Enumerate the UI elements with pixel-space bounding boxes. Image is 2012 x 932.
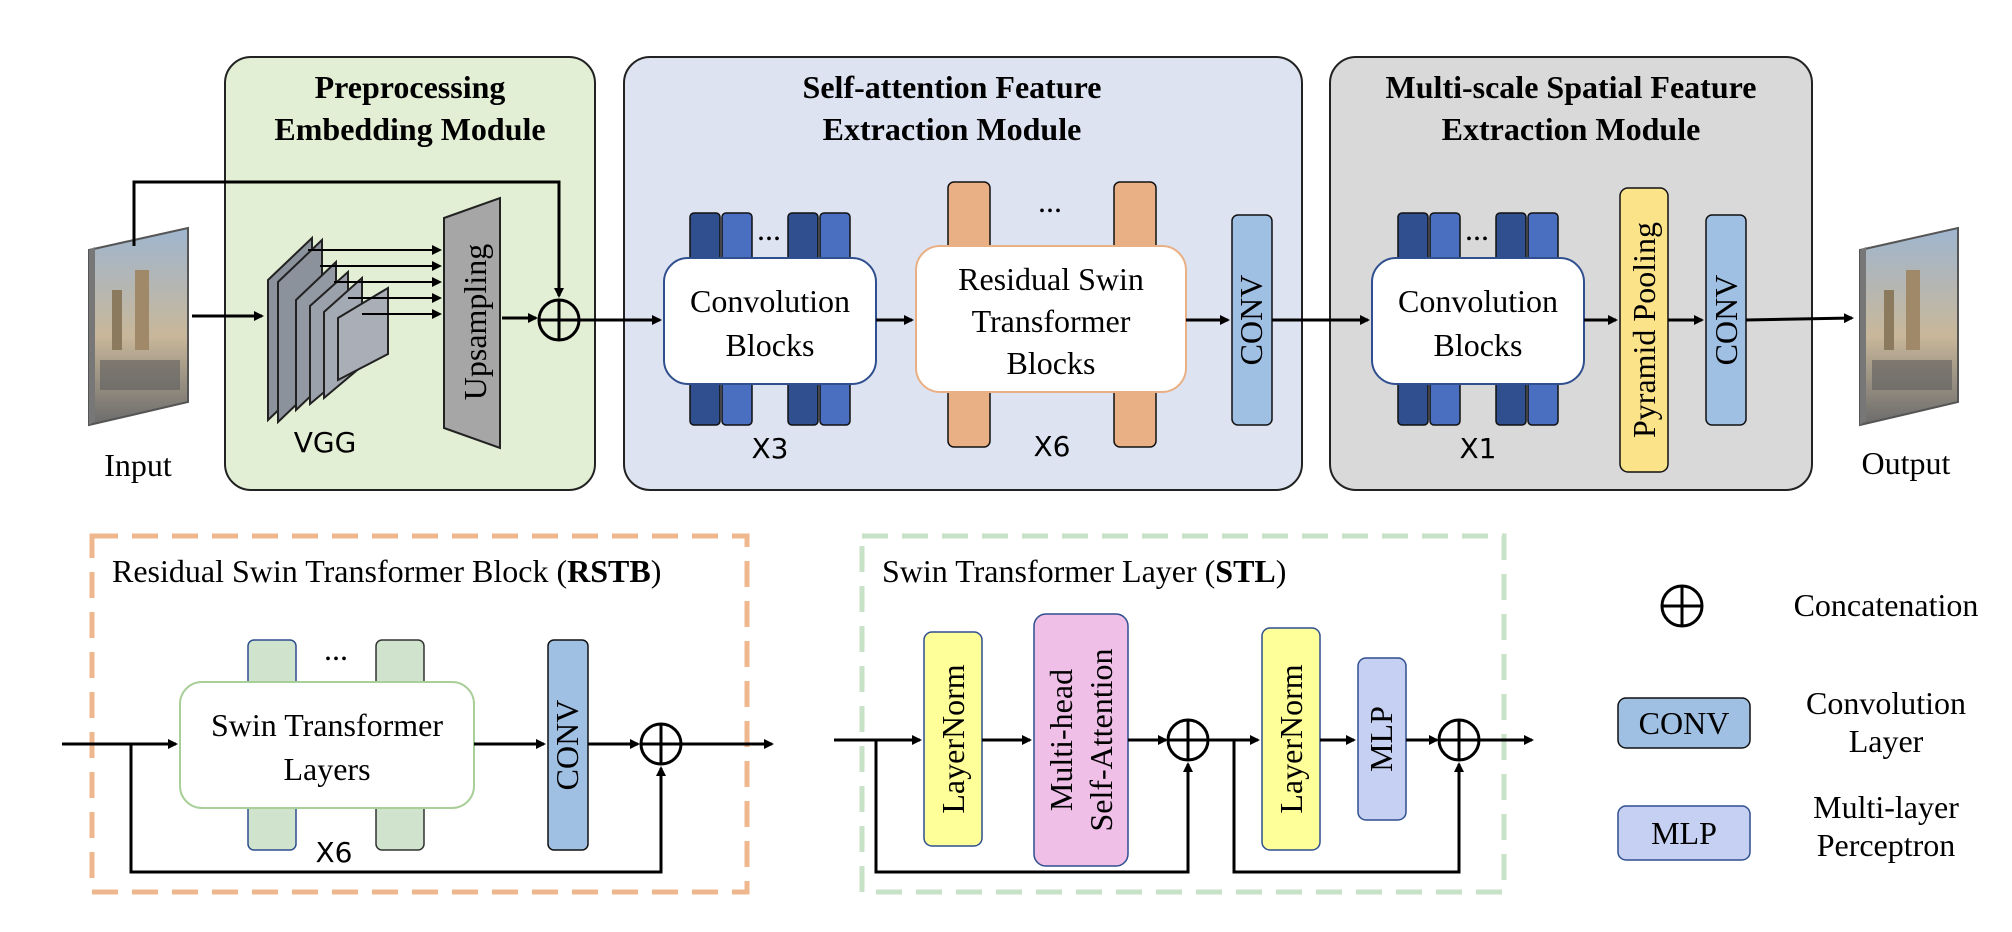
legend-concat-symbol bbox=[1660, 584, 1704, 628]
conv-block-self-attention: CONV bbox=[1231, 214, 1273, 426]
conv-blocks-label-2b: Blocks bbox=[1434, 327, 1523, 363]
conv-blocks-stack-2: ... Convolution Blocks X1 bbox=[1371, 211, 1585, 465]
legend: Concatenation CONV Convolution Layer MLP… bbox=[1617, 584, 1979, 863]
multiscale-title-1: Multi-scale Spatial Feature bbox=[1386, 69, 1757, 105]
top-flow-arrows bbox=[132, 180, 1854, 325]
layernorm-label-2: LayerNorm bbox=[1273, 664, 1309, 813]
self-attention-title-1: Self-attention Feature bbox=[803, 69, 1102, 105]
legend-mlp-box: MLP bbox=[1651, 815, 1717, 851]
rstb-label-1: Residual Swin bbox=[958, 261, 1144, 297]
legend-mlp-label-1: Multi-layer bbox=[1813, 789, 1959, 825]
vgg-stack bbox=[267, 235, 389, 425]
conv-repeat-x3: X3 bbox=[752, 432, 789, 465]
preprocessing-title-1: Preprocessing bbox=[315, 69, 506, 105]
conv-blocks-label-1a: Convolution bbox=[690, 283, 850, 319]
conv-blocks-stack-1: ... Convolution Blocks X3 bbox=[663, 211, 877, 465]
pyramid-pooling-label: Pyramid Pooling bbox=[1626, 222, 1662, 438]
rstb-stack: ... Residual Swin Transformer Blocks X6 bbox=[915, 181, 1187, 463]
layernorm-label-1: LayerNorm bbox=[935, 664, 971, 813]
conv-ellipsis-1: ... bbox=[757, 211, 781, 247]
legend-conv-label-2: Layer bbox=[1849, 723, 1924, 759]
conv-repeat-x1: X1 bbox=[1460, 432, 1497, 465]
legend-concat-label: Concatenation bbox=[1794, 587, 1979, 623]
mlp-label: MLP bbox=[1363, 706, 1399, 772]
preprocessing-title-2: Embedding Module bbox=[274, 111, 545, 147]
input-label: Input bbox=[104, 447, 172, 483]
vgg-label: VGG bbox=[294, 426, 357, 459]
self-attention-title-2: Extraction Module bbox=[823, 111, 1082, 147]
rstb-detail-panel: Residual Swin Transformer Block (RSTB) .… bbox=[62, 533, 774, 895]
stl-detail-title: Swin Transformer Layer (STL) bbox=[882, 553, 1286, 589]
rstb-label-3: Blocks bbox=[1007, 345, 1096, 381]
stl-label-1: Swin Transformer bbox=[211, 707, 443, 743]
rstb-ellipsis: ... bbox=[1038, 183, 1062, 219]
multiscale-title-2: Extraction Module bbox=[1442, 111, 1701, 147]
upsampling-block: Upsampling bbox=[443, 196, 501, 450]
rstb-conv-label: CONV bbox=[549, 700, 585, 791]
concat-symbol-top bbox=[537, 298, 581, 342]
output-label: Output bbox=[1862, 445, 1951, 481]
conv-block-multiscale: CONV bbox=[1705, 214, 1747, 426]
legend-mlp-label-2: Perceptron bbox=[1817, 827, 1956, 863]
rstb-repeat-x6: X6 bbox=[1034, 430, 1071, 463]
stl-label-2: Layers bbox=[283, 751, 370, 787]
conv-label-multiscale: CONV bbox=[1708, 275, 1744, 366]
pyramid-pooling-block: Pyramid Pooling bbox=[1619, 187, 1669, 473]
stl-detail-panel: Swin Transformer Layer (STL) LayerNorm M… bbox=[834, 533, 1534, 895]
msa-label-1: Multi-head bbox=[1043, 669, 1079, 811]
stl-repeat-x6: X6 bbox=[316, 836, 353, 869]
legend-conv-box: CONV bbox=[1639, 705, 1730, 741]
conv-ellipsis-2: ... bbox=[1465, 211, 1489, 247]
vgg-feature-arrows bbox=[308, 245, 442, 319]
rstb-detail-title: Residual Swin Transformer Block (RSTB) bbox=[112, 553, 661, 589]
stl-ellipsis: ... bbox=[324, 631, 348, 667]
legend-conv-label-1: Convolution bbox=[1806, 685, 1966, 721]
msa-label-2: Self-Attention bbox=[1083, 648, 1119, 831]
input-image bbox=[88, 226, 189, 427]
conv-label-self-attention: CONV bbox=[1233, 275, 1269, 366]
output-image bbox=[1859, 226, 1959, 427]
conv-blocks-label-1b: Blocks bbox=[726, 327, 815, 363]
upsampling-label: Upsampling bbox=[457, 244, 493, 400]
conv-blocks-label-2a: Convolution bbox=[1398, 283, 1558, 319]
rstb-label-2: Transformer bbox=[972, 303, 1131, 339]
